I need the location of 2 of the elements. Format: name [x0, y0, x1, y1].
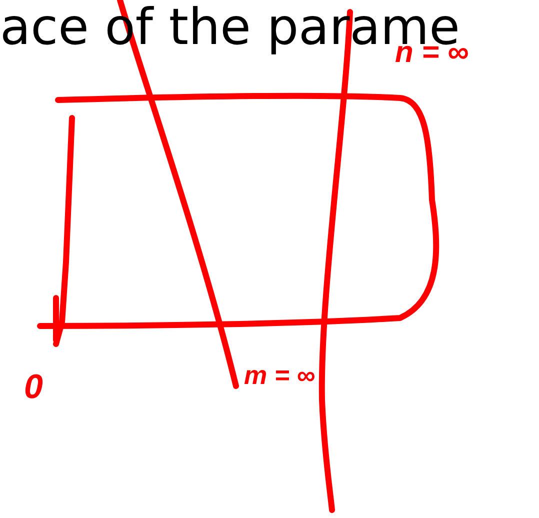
handwritten-annotation: 0	[24, 370, 43, 404]
handwritten-annotation: m = ∞	[244, 362, 316, 388]
